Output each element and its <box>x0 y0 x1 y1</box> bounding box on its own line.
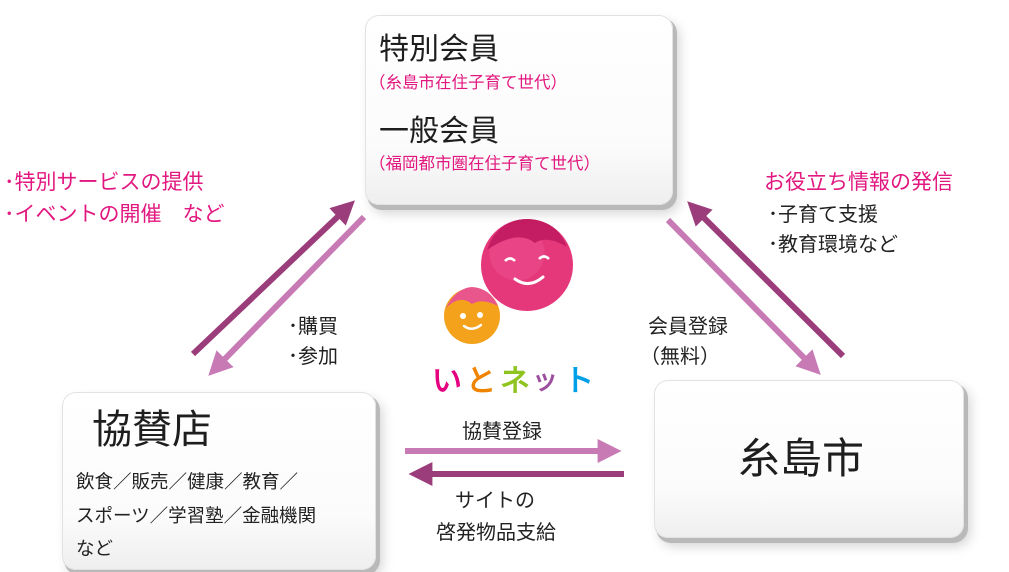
logo-letter: ッ <box>532 366 559 396</box>
special-member-subtitle: （糸島市在住子育て世代） <box>369 73 567 92</box>
sponsor-title: 協賛店 <box>92 407 212 453</box>
participate-label: ･参加 <box>288 344 338 368</box>
sponsor-register-label: 協賛登録 <box>462 419 542 443</box>
sponsor-category-line-1: 飲食／販売／健康／教育／ <box>76 472 299 493</box>
logo-letter: ト <box>564 364 594 399</box>
purchase-label: ･購買 <box>288 314 338 338</box>
sponsor-category-line-2: スポーツ／学習塾／金融機関 <box>76 506 317 527</box>
event-label: ･イベントの開催 など <box>4 202 225 226</box>
logo-letter: ネ <box>500 364 530 399</box>
member-register-label: 会員登録 <box>648 314 728 338</box>
logo-letter: い <box>432 364 462 399</box>
city-title: 糸島市 <box>738 434 865 483</box>
special-member-title: 特別会員 <box>379 32 499 67</box>
logo-wordmark: い と ネ ッ ト <box>432 356 602 399</box>
childcare-support-label: ･子育て支援 <box>768 202 878 226</box>
education-env-label: ･教育環境など <box>768 232 898 256</box>
logo-letter: と <box>466 364 496 399</box>
site-label: サイトの <box>455 488 535 512</box>
logo-mascot-orange <box>444 287 500 344</box>
promo-goods-label: 啓発物品支給 <box>436 520 556 544</box>
arrow-members-to-city <box>665 217 821 375</box>
general-member-subtitle: （福岡都市圏在住子育て世代） <box>369 154 600 173</box>
general-member-title: 一般会員 <box>379 114 499 149</box>
free-label: （無料） <box>640 344 720 368</box>
sponsor-category-line-3: など <box>76 539 114 560</box>
sponsor-box: 協賛店 飲食／販売／健康／教育／ スポーツ／学習塾／金融機関 など <box>62 392 376 570</box>
logo-mascot-pink <box>481 219 573 311</box>
special-service-label: ･特別サービスの提供 <box>4 170 204 194</box>
arrow-members-to-sponsor <box>208 214 367 376</box>
city-box: 糸島市 <box>654 380 964 538</box>
members-box: 特別会員 （糸島市在住子育て世代） 一般会員 （福岡都市圏在住子育て世代） <box>365 15 673 205</box>
info-title-label: お役立ち情報の発信 <box>764 170 953 194</box>
arrow-sponsor-to-members <box>190 200 355 357</box>
arrow-city-to-members <box>687 201 846 359</box>
